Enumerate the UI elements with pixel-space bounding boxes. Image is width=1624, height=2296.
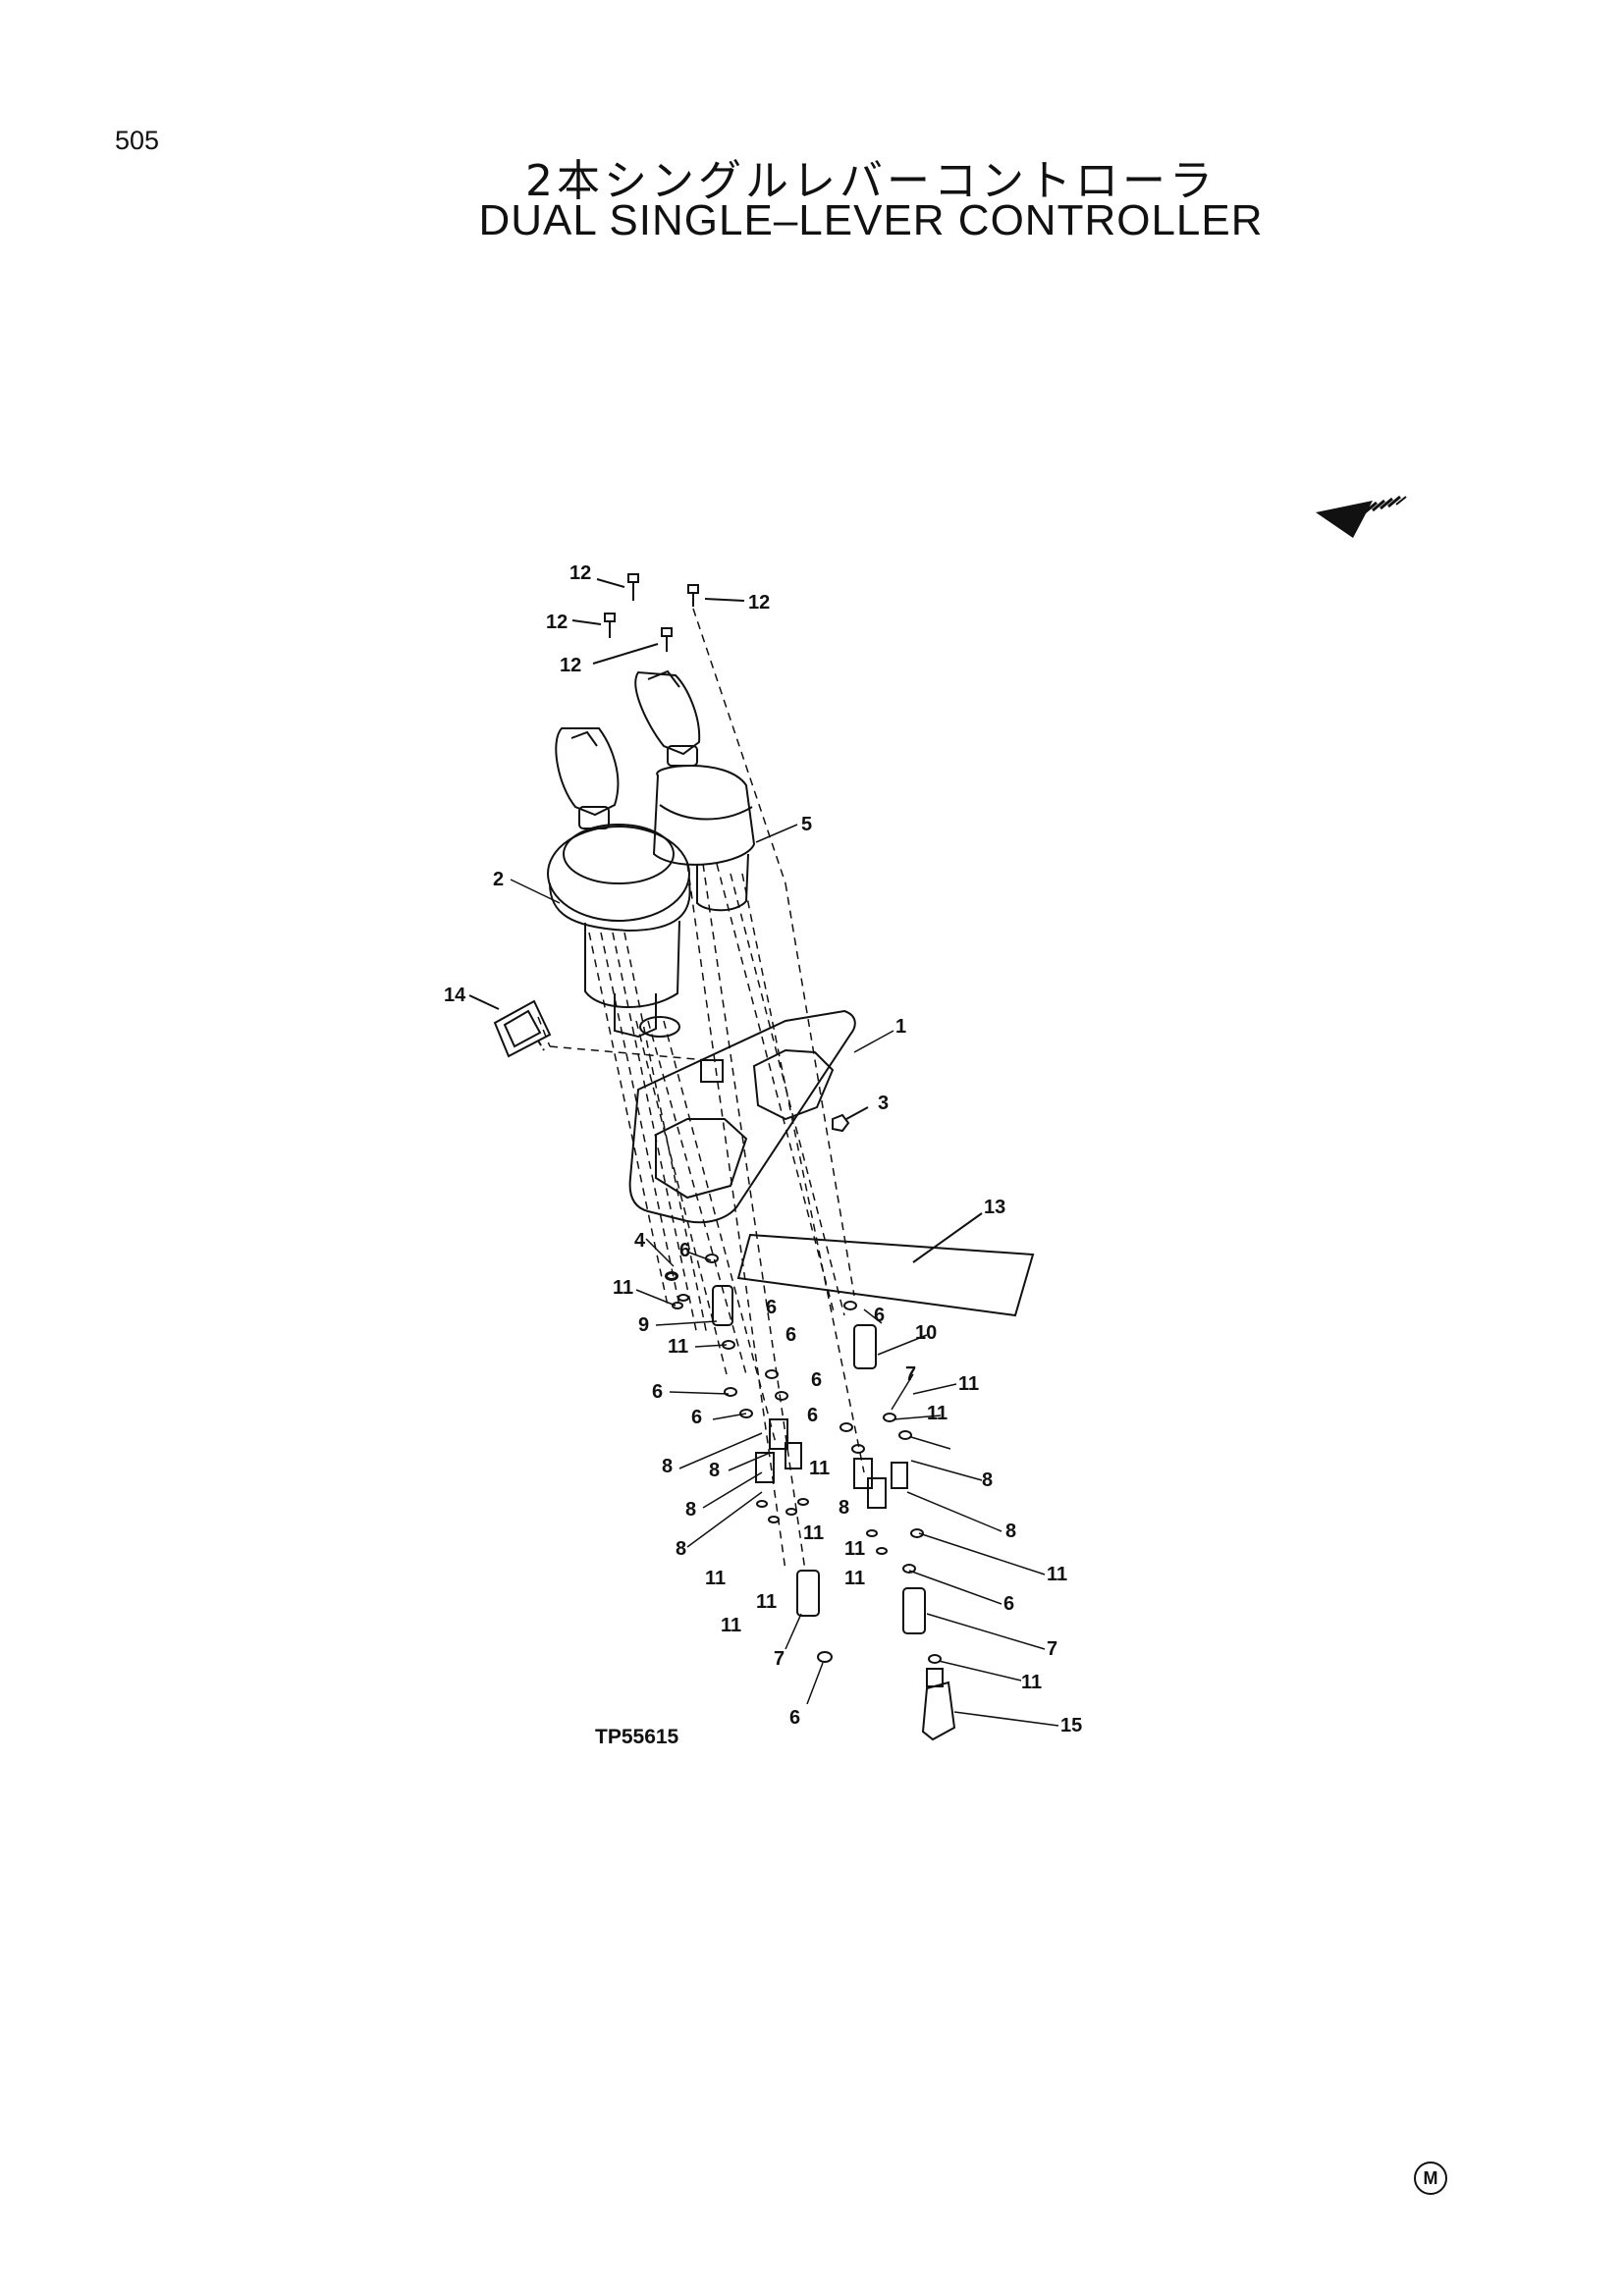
bolt-12-c: [661, 627, 673, 652]
callout: 11: [809, 1458, 830, 1479]
callout: 1: [895, 1016, 906, 1038]
callout: 5: [801, 814, 812, 835]
callout: 7: [1047, 1638, 1057, 1660]
leader-lines: [510, 824, 1059, 1727]
callout: 11: [844, 1538, 865, 1560]
plate-13: [736, 1212, 1035, 1317]
callout: 12: [569, 562, 591, 584]
callout: 6: [811, 1369, 822, 1391]
mounting-plate-1: [628, 1009, 856, 1224]
callout: 8: [1005, 1521, 1016, 1542]
callout: 11: [613, 1277, 633, 1299]
callout: 11: [844, 1568, 865, 1589]
callout: 7: [905, 1363, 916, 1385]
figure-code: TP55615: [595, 1726, 679, 1748]
callout: 14: [444, 985, 466, 1006]
bolt-12-d: [687, 584, 699, 607]
callout: 12: [546, 612, 568, 633]
callout: 8: [662, 1456, 673, 1477]
marker-badge: M: [1414, 2162, 1447, 2195]
bolt-12-a: [627, 573, 639, 601]
page-number: 505: [115, 126, 160, 155]
right-controller-5: [634, 669, 756, 912]
callout: 8: [982, 1469, 993, 1491]
callout: 11: [1047, 1564, 1067, 1585]
callout: 6: [874, 1305, 885, 1326]
callout: 11: [927, 1403, 947, 1424]
callout: 6: [807, 1405, 818, 1426]
callout: 11: [958, 1373, 979, 1395]
callout: 15: [1060, 1715, 1082, 1736]
page-title-english: DUAL SINGLE–LEVER CONTROLLER: [478, 196, 1264, 244]
callout: 8: [676, 1538, 686, 1560]
callout: 9: [638, 1314, 649, 1336]
callout: 8: [685, 1499, 696, 1521]
page-title-japanese: 2本シングルレバーコントローラ: [525, 156, 1217, 206]
callout: 11: [668, 1336, 688, 1358]
callout: 11: [721, 1615, 741, 1636]
callout: 13: [984, 1197, 1005, 1218]
callout: 8: [839, 1497, 849, 1519]
callout: 6: [679, 1240, 690, 1261]
label-plate-14: [468, 994, 552, 1058]
callout-labels: 12 12 12 12 5 2 14 1 3 13 4 6 11 9 11 6 …: [444, 562, 1082, 1736]
callout: 11: [756, 1591, 777, 1613]
callout: 10: [915, 1322, 937, 1344]
callout: 3: [878, 1093, 889, 1114]
nut-3: [832, 1113, 850, 1133]
callout: 6: [1003, 1593, 1014, 1615]
fittings-group: [712, 1285, 956, 1741]
callout: 4: [634, 1230, 646, 1252]
callout: 12: [748, 592, 770, 614]
bolt-12-b: [604, 613, 616, 638]
o-rings: [665, 1254, 942, 1664]
callout: 2: [493, 869, 504, 890]
direction-arrow-icon: [1316, 495, 1407, 538]
callout: 6: [766, 1297, 777, 1318]
left-controller-2: [547, 727, 691, 1039]
callout: 12: [560, 655, 581, 676]
callout: 6: [652, 1381, 663, 1403]
callout: 6: [691, 1407, 702, 1428]
callout: 7: [774, 1648, 785, 1670]
callout: 8: [709, 1460, 720, 1481]
callout: 11: [1021, 1672, 1042, 1693]
callout: 6: [785, 1324, 796, 1346]
callout: 11: [803, 1522, 824, 1544]
callout: 11: [705, 1568, 726, 1589]
callout: 6: [789, 1707, 800, 1729]
